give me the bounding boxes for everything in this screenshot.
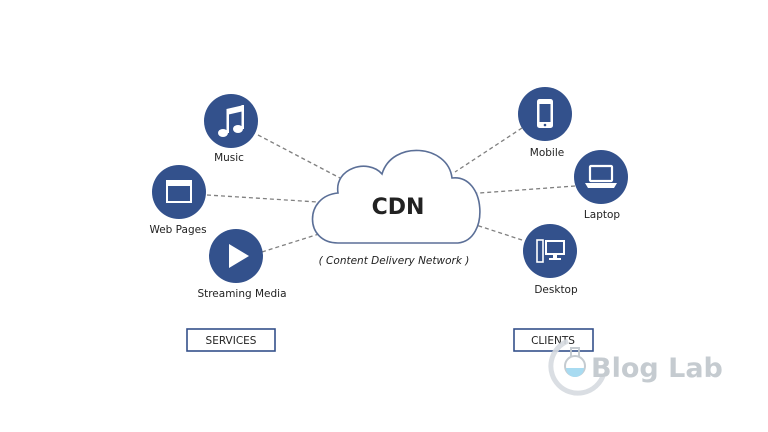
service-node-music xyxy=(204,94,258,148)
clients-label-box: CLIENTS xyxy=(513,328,594,352)
client-node-desktop xyxy=(523,224,577,278)
link-streaming-media xyxy=(261,232,323,253)
web-page-icon xyxy=(166,180,192,203)
desktop-computer-icon xyxy=(536,239,565,263)
link-music xyxy=(257,134,341,179)
blog-lab-watermark: Blog Lab xyxy=(548,338,723,396)
flask-logo-icon xyxy=(548,338,606,396)
watermark-text: Blog Lab xyxy=(591,353,723,384)
mobile-phone-icon xyxy=(537,99,553,128)
service-node-streaming-media xyxy=(209,229,263,283)
cdn-subtitle: ( Content Delivery Network ) xyxy=(319,255,470,267)
client-node-mobile xyxy=(518,87,572,141)
services-label-box: SERVICES xyxy=(186,328,276,352)
link-mobile xyxy=(454,127,523,173)
client-node-laptop xyxy=(574,150,628,204)
service-label-web-pages: Web Pages xyxy=(149,224,206,236)
client-label-mobile: Mobile xyxy=(530,147,564,159)
link-desktop xyxy=(475,224,523,241)
service-label-streaming-media: Streaming Media xyxy=(197,288,286,300)
laptop-icon xyxy=(585,164,617,188)
client-label-desktop: Desktop xyxy=(534,284,578,296)
connector-lines xyxy=(206,127,576,253)
link-laptop xyxy=(465,185,576,195)
cloud-shape xyxy=(311,149,481,244)
cdn-cloud: CDN xyxy=(311,149,481,244)
music-note-icon xyxy=(218,105,244,137)
service-node-web-pages xyxy=(152,165,206,219)
cdn-title: CDN xyxy=(372,195,425,220)
services-label: SERVICES xyxy=(206,335,257,347)
clients-label: CLIENTS xyxy=(531,335,575,347)
link-web-pages xyxy=(206,194,319,203)
client-label-laptop: Laptop xyxy=(584,209,620,221)
service-label-music: Music xyxy=(214,152,244,164)
play-icon xyxy=(229,244,249,268)
